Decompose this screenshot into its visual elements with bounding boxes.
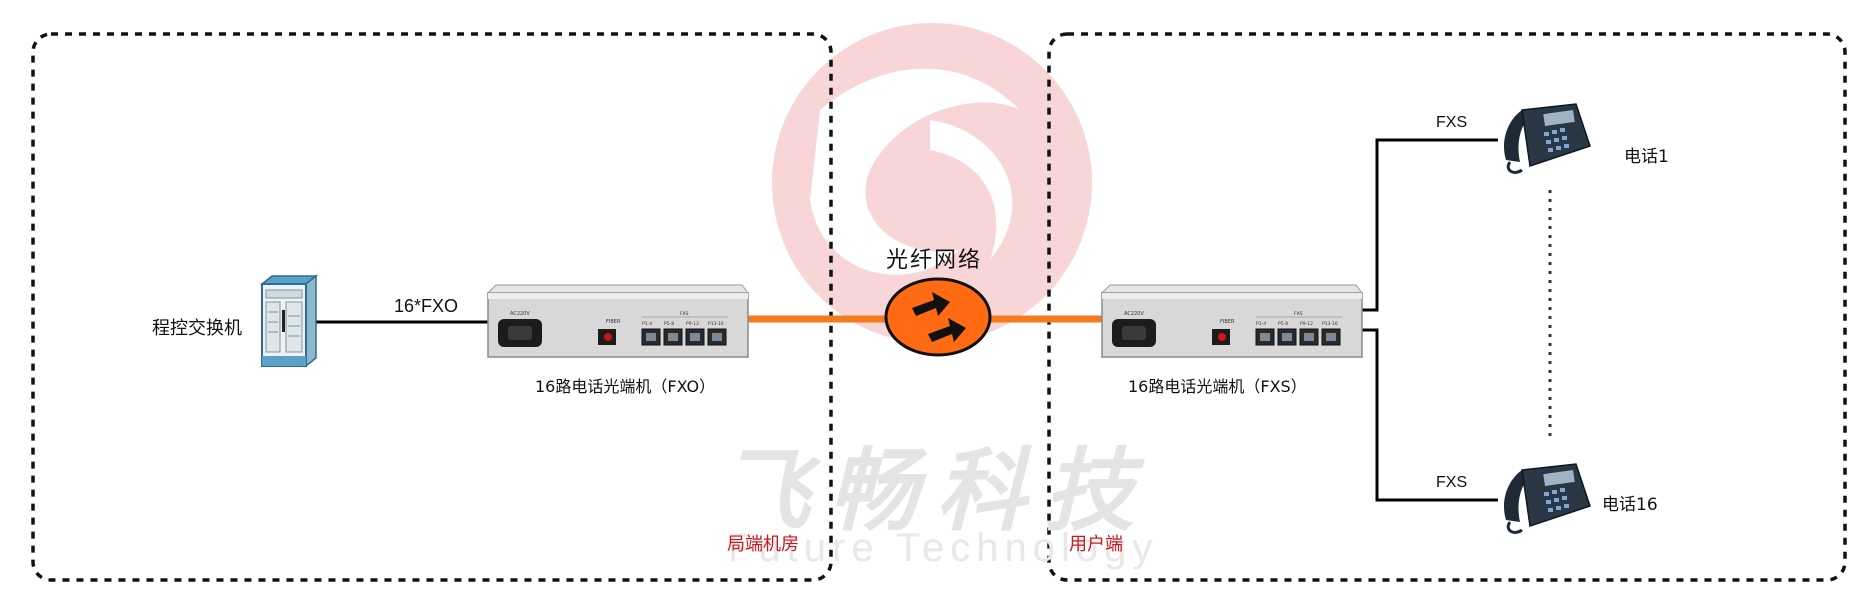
port-label: P1-4 bbox=[1256, 321, 1266, 327]
central-office-zone bbox=[31, 32, 833, 582]
port-label: P5-8 bbox=[664, 321, 674, 327]
left-device-caption: 16路电话光端机（FXO） bbox=[535, 377, 716, 396]
rj11-port-contact bbox=[690, 333, 700, 341]
rj11-port-contact bbox=[646, 333, 656, 341]
optical-terminal-fxs: AC220V FIBER FXS P1-4 P5-8 P9-12 P13-16 bbox=[1100, 284, 1363, 358]
rj11-port-contact bbox=[1326, 333, 1336, 341]
fxs-top-label: FXS bbox=[1436, 114, 1468, 131]
rj11-port-contact bbox=[1282, 333, 1292, 341]
watermark-logo bbox=[772, 23, 1092, 343]
rj11-port-contact bbox=[668, 333, 678, 341]
panel-port-group-label: FXS bbox=[1294, 311, 1303, 317]
panel-port-group-label: FXS bbox=[680, 311, 689, 317]
arrow-right-icon bbox=[912, 292, 950, 316]
port-label: P9-12 bbox=[1300, 321, 1313, 327]
network-label: 光纤网络 bbox=[886, 248, 983, 273]
watermark-brand-en: Future Technology bbox=[728, 526, 1159, 570]
rj11-port-contact bbox=[712, 333, 722, 341]
user-side-zone bbox=[1047, 32, 1847, 582]
central-office-zone-label: 局端机房 bbox=[727, 534, 799, 555]
panel-power-label: AC220V bbox=[510, 311, 530, 317]
port-label: P13-16 bbox=[708, 321, 724, 327]
right-device-caption: 16路电话光端机（FXS） bbox=[1128, 377, 1307, 396]
port-label: P5-8 bbox=[1278, 321, 1288, 327]
phone-icon bbox=[1503, 103, 1591, 174]
fxs-link-line-top bbox=[1357, 138, 1498, 312]
panel-fiber-label: FIBER bbox=[606, 319, 621, 325]
fxs-link-line-bottom bbox=[1357, 328, 1498, 502]
exchange-label: 程控交换机 bbox=[152, 318, 242, 339]
rj11-port-contact bbox=[1260, 333, 1270, 341]
port-label: P1-4 bbox=[642, 321, 652, 327]
fiber-network-cloud bbox=[884, 277, 992, 357]
panel-fiber-label: FIBER bbox=[1220, 319, 1235, 325]
phone-bottom-label: 电话16 bbox=[1602, 495, 1658, 515]
user-side-zone-label: 用户端 bbox=[1069, 534, 1123, 555]
phone-icon bbox=[1503, 463, 1591, 534]
fxo-link-label: 16*FXO bbox=[394, 296, 459, 316]
port-label: P13-16 bbox=[1322, 321, 1338, 327]
exchange-cabinet-icon bbox=[259, 274, 319, 368]
optical-terminal-fxo: AC220V FIBER FXS P1-4 P5-8 P9-12 P13-16 bbox=[486, 284, 749, 358]
arrow-right-icon bbox=[928, 318, 966, 342]
rj11-port-contact bbox=[1304, 333, 1314, 341]
phone-top-label: 电话1 bbox=[1624, 147, 1669, 167]
fxs-bottom-label: FXS bbox=[1436, 474, 1468, 491]
watermark-brand-cn: 飞畅科技 bbox=[720, 439, 1152, 544]
panel-power-label: AC220V bbox=[1124, 311, 1144, 317]
port-label: P9-12 bbox=[686, 321, 699, 327]
